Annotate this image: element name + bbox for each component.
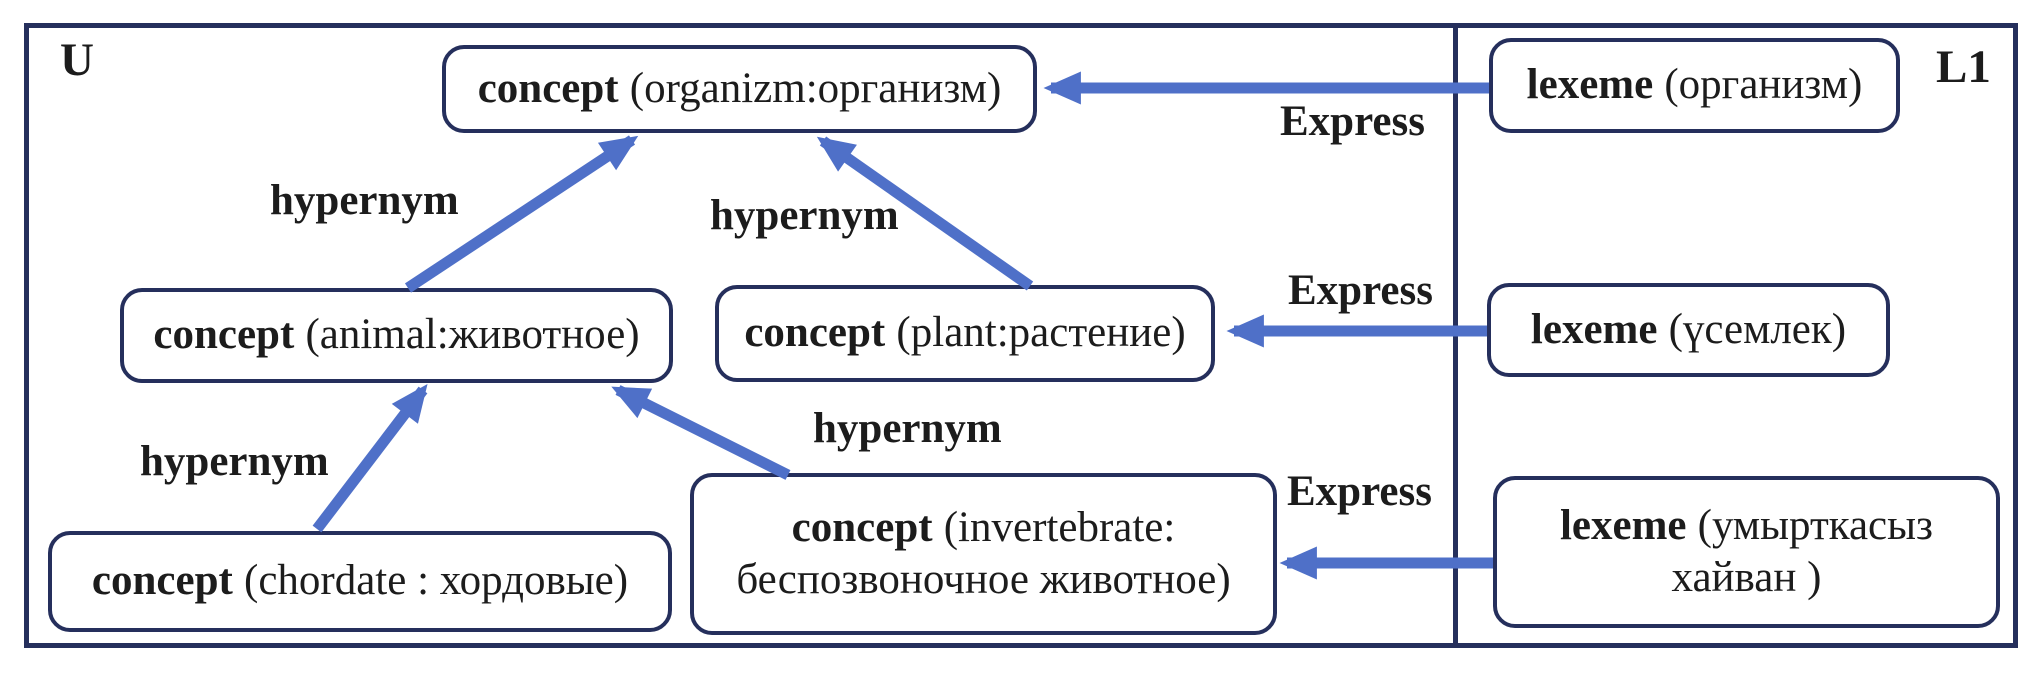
express-label-organizm: Express: [1280, 98, 1425, 145]
node-keyword: concept: [791, 503, 933, 551]
concept-node-plant: concept(plant:растение): [715, 285, 1215, 382]
node-label: (умырткасыз: [1697, 501, 1934, 549]
node-keyword: concept: [744, 309, 886, 357]
node-label-line2: беспозвоночное животное): [736, 556, 1231, 603]
universal-region-frame: [24, 23, 2018, 648]
node-label: (chordate : хордовые): [244, 557, 629, 605]
node-label: (organizm:организм): [629, 64, 1002, 112]
lexeme-node-organizm: lexeme(организм): [1489, 38, 1900, 133]
node-label: (plant:растение): [896, 309, 1186, 357]
node-label: (animal:животное): [305, 311, 640, 359]
concept-node-invertebrate: concept(invertebrate: беспозвоночное жив…: [690, 473, 1277, 635]
concept-node-organizm: concept(organizm:организм): [442, 45, 1037, 133]
node-keyword: lexeme: [1526, 61, 1654, 109]
express-label-usemlek: Express: [1288, 267, 1433, 314]
node-keyword: concept: [477, 64, 619, 112]
concept-node-chordate: concept(chordate : хордовые): [48, 531, 672, 632]
node-keyword: concept: [91, 557, 233, 605]
hypernym-label-chordate-animal: hypernym: [140, 438, 329, 485]
node-label: (үсемлек): [1668, 305, 1847, 353]
hypernym-label-plant-organizm: hypernym: [710, 192, 899, 239]
region-divider-line: [1453, 23, 1458, 648]
node-label: (организм): [1664, 61, 1863, 109]
hypernym-label-invertebrate-animal: hypernym: [813, 405, 1002, 452]
node-keyword: concept: [153, 311, 295, 359]
node-keyword: lexeme: [1559, 501, 1687, 549]
node-label: (invertebrate:: [943, 503, 1176, 551]
concept-node-animal: concept(animal:животное): [120, 288, 673, 383]
lexeme-node-usemlek: lexeme(үсемлек): [1487, 283, 1890, 377]
node-label-line2: хайван ): [1671, 554, 1822, 601]
region-label-u: U: [60, 34, 94, 86]
lexeme-node-umyrtkasyz-khayvan: lexeme(умырткасыз хайван ): [1493, 476, 2000, 628]
express-label-umyrtkasyz: Express: [1287, 468, 1432, 515]
node-keyword: lexeme: [1530, 305, 1658, 353]
region-label-l1: L1: [1936, 41, 1991, 93]
hypernym-label-animal-organizm: hypernym: [270, 177, 459, 224]
